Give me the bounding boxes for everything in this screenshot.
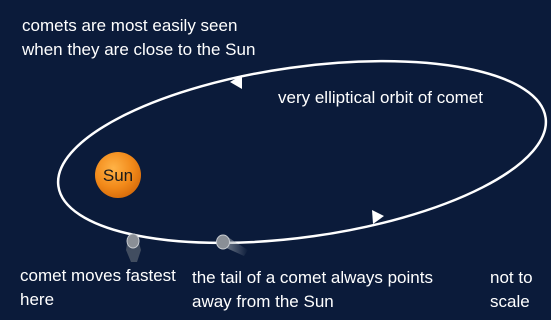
- label-not-to-scale: not to scale: [490, 266, 550, 314]
- comet-with-tail: [217, 235, 249, 256]
- sun-label: Sun: [103, 166, 133, 185]
- label-fastest: comet moves fastest here: [20, 264, 180, 312]
- comet-orbit: [47, 34, 551, 271]
- label-easily-seen: comets are most easily seen when they ar…: [22, 14, 262, 62]
- label-tail: the tail of a comet always points away f…: [192, 266, 452, 314]
- comet-near-sun: [126, 234, 141, 262]
- label-orbit: very elliptical orbit of comet: [278, 86, 483, 110]
